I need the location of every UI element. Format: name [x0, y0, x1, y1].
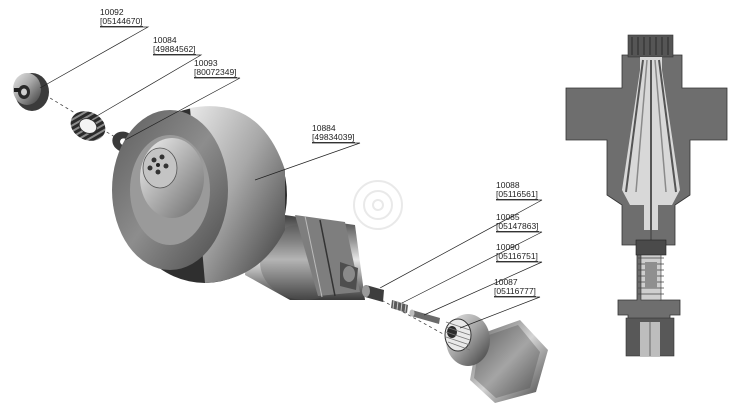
- part-number: [05116777]: [494, 286, 536, 297]
- part-number: [49834039]: [312, 132, 355, 143]
- spring-part: [391, 299, 408, 313]
- cross-section-view: [565, 34, 728, 357]
- part-id: 10088: [496, 180, 520, 190]
- part-label-10084: 10084 [49884562]: [153, 36, 196, 55]
- part-number: [05116561]: [496, 189, 538, 200]
- pin-part: [409, 309, 440, 324]
- part-id: 10084: [153, 35, 177, 45]
- part-label-10085: 10085 [05147863]: [496, 213, 539, 232]
- part-number: [80072349]: [194, 67, 237, 78]
- part-number: [05144670]: [100, 16, 143, 27]
- small-sleeve-part: [362, 285, 384, 302]
- leader-lines: [39, 26, 543, 329]
- watermark-logo: [353, 180, 403, 230]
- part-id: 10884: [312, 123, 336, 133]
- part-id: 10087: [494, 277, 518, 287]
- part-id: 10093: [194, 58, 218, 68]
- part-label-10090: 10090 [05116751]: [496, 243, 538, 262]
- hex-fitting-part: [444, 314, 548, 403]
- part-number: [05116751]: [496, 251, 538, 262]
- part-label-10092: 10092 [05144670]: [100, 8, 143, 27]
- part-number: [49884562]: [153, 44, 196, 55]
- knurled-ring-part: [70, 111, 106, 141]
- end-cap-part: [13, 73, 49, 111]
- part-id: 10085: [496, 212, 520, 222]
- part-label-10087: 10087 [05116777]: [494, 278, 536, 297]
- part-label-10088: 10088 [05116561]: [496, 181, 538, 200]
- main-body-part: [112, 106, 365, 300]
- part-id: 10090: [496, 242, 520, 252]
- part-number: [05147863]: [496, 221, 539, 232]
- part-label-10884: 10884 [49834039]: [312, 124, 355, 143]
- part-id: 10092: [100, 7, 124, 17]
- part-label-10093: 10093 [80072349]: [194, 59, 237, 78]
